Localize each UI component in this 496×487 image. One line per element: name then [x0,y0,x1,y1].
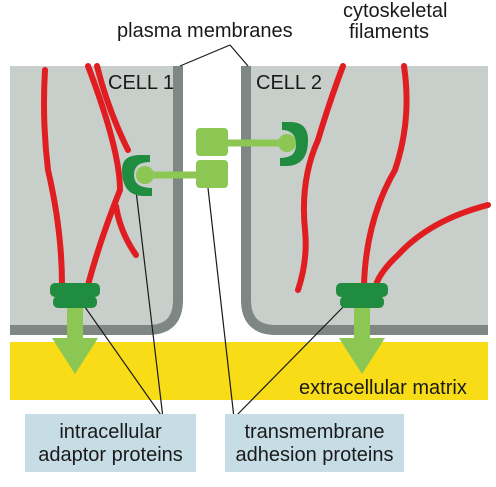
adhesion-line-2: adhesion proteins [235,444,394,466]
cytoskeletal-filament [373,202,491,288]
cell-matrix-adhesion-complex [336,283,388,374]
transmembrane-adhesion-protein [52,338,98,374]
intracellular-adaptor-protein [340,296,384,308]
leader-line [229,44,249,67]
leader-line [179,44,231,67]
label-extracellular-matrix: extracellular matrix [299,377,467,399]
label-intracellular-adaptor-proteins: intracellular adaptor proteins [25,414,196,472]
cytoskeletal-filament [41,67,65,288]
extracellular-matrix-band [10,342,488,400]
cytoskeletal-filament [113,203,139,258]
cell-1-plasma-membrane [10,66,183,335]
label-plasma-membranes: plasma membranes [117,20,293,42]
transmembrane-adhesion-protein [196,160,228,188]
intracellular-adaptor-protein [336,283,388,297]
leader-line [134,181,164,419]
transmembrane-adhesion-protein [339,338,385,374]
transmembrane-adhesion-protein [196,128,228,156]
cell-matrix-adhesion-complex [50,283,100,374]
cytoskeletal-filament [295,63,346,293]
adaptor-line-2: adaptor proteins [38,444,183,466]
label-transmembrane-adhesion-proteins: transmembrane adhesion proteins [225,414,404,472]
intracellular-adaptor-protein [53,296,97,308]
cell-1-cytoplasm [10,66,178,330]
label-cytoskeletal-filaments-line1: cytoskeletal [343,0,448,22]
cell-2-plasma-membrane [241,66,488,335]
leader-line [79,299,164,419]
cytoskeletal-filament [85,63,124,288]
intracellular-adaptor-protein [122,155,152,196]
cytoskeletal-filament [361,63,410,288]
intracellular-adaptor-protein [50,283,100,297]
cytoskeletal-filament [94,63,131,153]
adaptor-line-1: intracellular [59,421,162,443]
label-cell-2: CELL 2 [256,72,322,94]
label-cytoskeletal-filaments-line2: filaments [349,21,430,43]
leader-line [233,299,351,419]
leader-line [207,187,235,419]
cell-cell-adhesion-complex [122,122,308,196]
intracellular-adaptor-protein [280,122,308,166]
label-cell-1: CELL 1 [108,72,174,94]
adhesion-line-1: transmembrane [244,421,385,443]
